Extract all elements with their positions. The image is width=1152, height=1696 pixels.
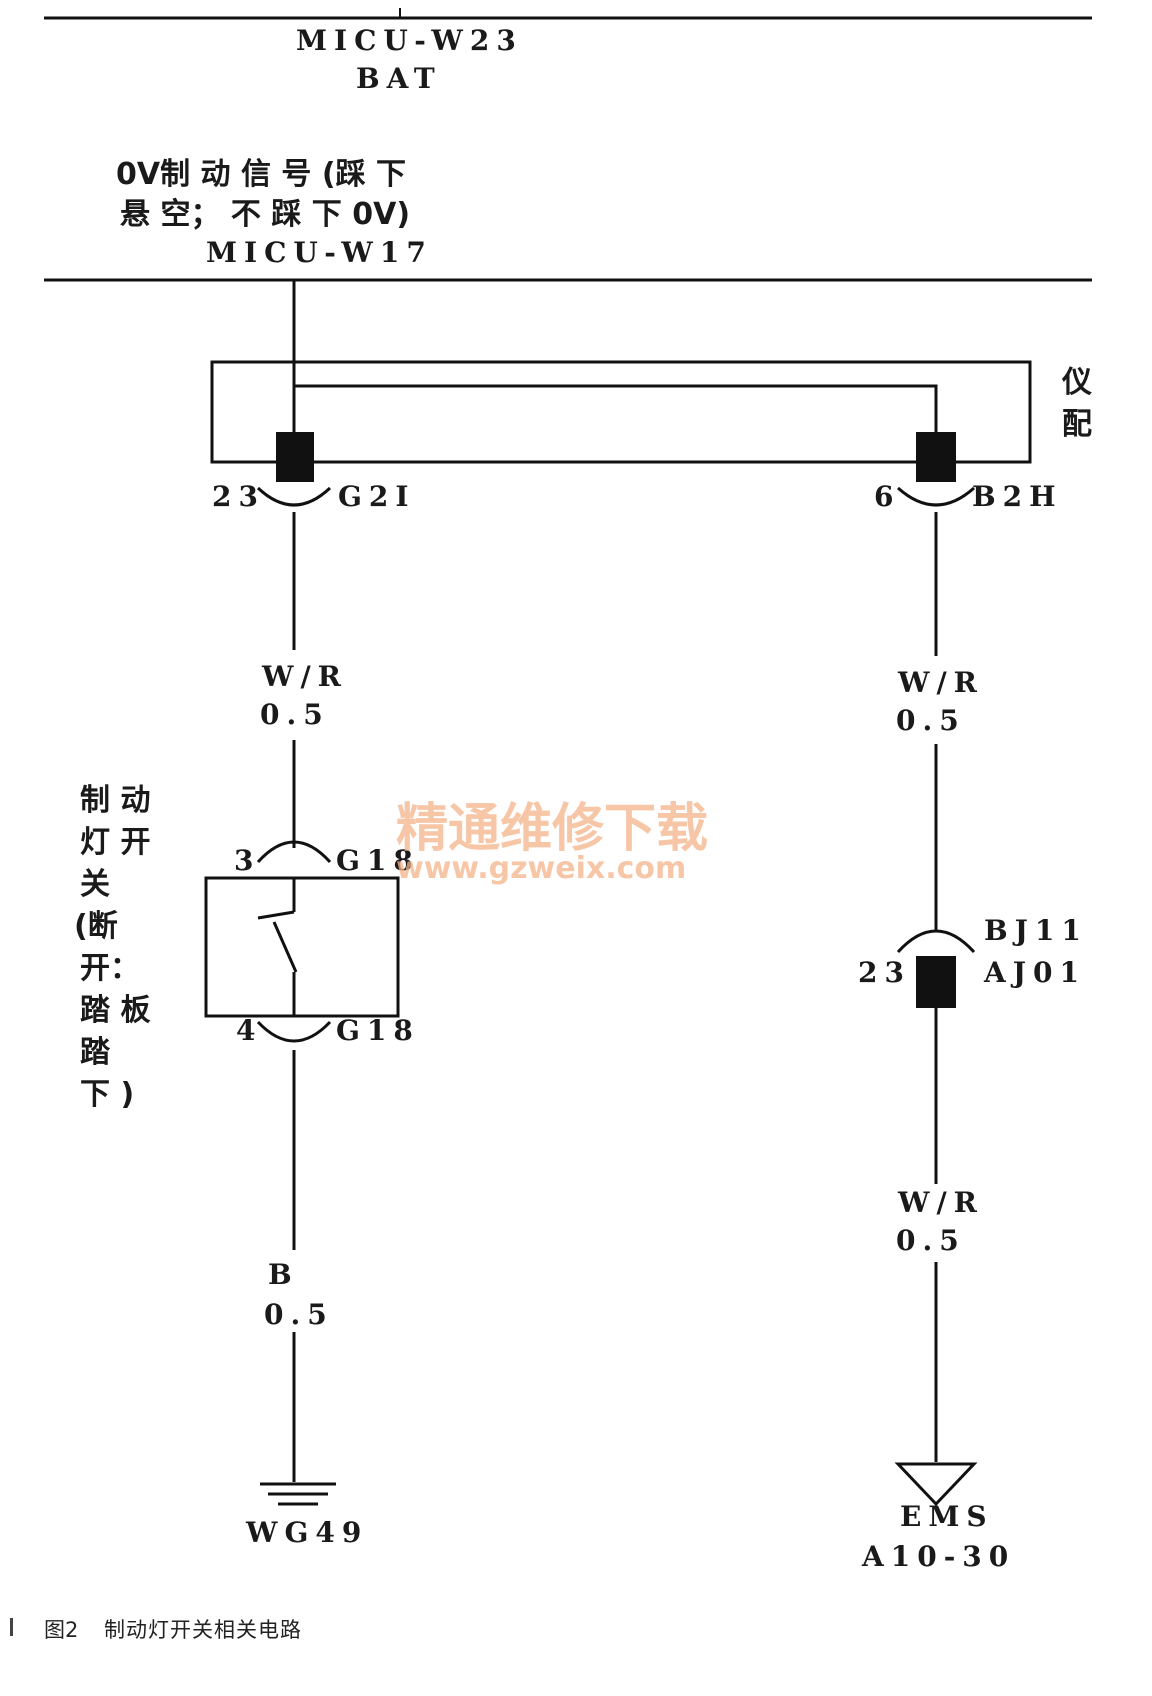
- instrument-label-1: 仪: [1061, 365, 1092, 400]
- caption-text: 制动灯开关相关电路: [104, 1618, 302, 1642]
- left-connector-cup: [256, 486, 332, 507]
- signal-label-1: 0V制 动 信 号 (踩 下: [116, 157, 406, 192]
- ground-wire-color: B: [268, 1258, 299, 1291]
- switch-label-line: 开：: [80, 951, 140, 986]
- left-wire-size: 0.5: [260, 698, 330, 731]
- switch-bottom-cup: [256, 1020, 332, 1043]
- left-connector-pin: 23: [212, 480, 265, 513]
- right-connector-pin: 6: [874, 480, 900, 513]
- switch-label-line: 关: [80, 867, 110, 902]
- signal-label-2: 悬 空； 不 踩 下 0V): [120, 197, 410, 232]
- instrument-internal-wire: [294, 384, 938, 432]
- watermark-url: www.gzweix.com: [396, 851, 686, 886]
- switch-label-line: (断: [74, 909, 118, 944]
- switch-top-conn: G18: [336, 844, 420, 877]
- splice-cup: [896, 929, 976, 954]
- switch-label-line: 制 动: [80, 783, 150, 818]
- ems-terminal-symbol: [894, 1462, 978, 1507]
- switch-label-line: 灯 开: [80, 825, 150, 860]
- watermark-title: 精通维修下载: [396, 799, 708, 859]
- right-wire-upper-size: 0.5: [896, 704, 966, 737]
- right-wire-lower-size: 0.5: [896, 1224, 966, 1257]
- right-wire-upper-color: W/R: [897, 666, 984, 699]
- switch-label-line: 下 ): [80, 1077, 134, 1112]
- switch-bottom-conn: G18: [336, 1014, 420, 1047]
- right-connector-name: B2H: [972, 480, 1063, 513]
- right-wire-lower-color: W/R: [897, 1186, 984, 1219]
- caption-marker: [10, 1618, 13, 1636]
- splice-name-1: BJ11: [984, 914, 1088, 947]
- figure-caption: 图2 制动灯开关相关电路: [0, 1610, 1152, 1650]
- ground-name: WG49: [245, 1516, 368, 1549]
- switch-bottom-pin: 4: [236, 1014, 262, 1047]
- splice-name-2: AJ01: [983, 956, 1086, 989]
- ems-name: EMS: [900, 1500, 994, 1533]
- brake-switch-box: [204, 876, 400, 1018]
- switch-top-cup: [256, 840, 332, 864]
- switch-stub: [257, 910, 295, 920]
- top-bus-label-1: MICU-W23: [296, 24, 523, 57]
- right-connector-block: [916, 432, 956, 482]
- instrument-box: [210, 360, 1032, 464]
- left-wire-color: W/R: [261, 660, 348, 693]
- left-connector-name: G2I: [338, 480, 416, 513]
- caption-figure-number: 图2: [44, 1618, 79, 1642]
- circuit-diagram: MICU-W23 BAT 0V制 动 信 号 (踩 下 悬 空； 不 踩 下 0…: [44, 8, 1092, 1573]
- switch-blade: [272, 921, 298, 973]
- brake-switch-label: 制 动 灯 开 关 (断 开： 踏 板 踏 下 ): [74, 783, 150, 1112]
- ground-wire-size: 0.5: [264, 1298, 334, 1331]
- signal-label-3: MICU-W17: [206, 236, 433, 269]
- instrument-label-2: 配: [1062, 407, 1092, 442]
- switch-label-line: 踏 板: [80, 993, 150, 1028]
- splice-pin: 23: [858, 956, 911, 989]
- switch-label-line: 踏: [80, 1035, 111, 1070]
- ems-pin: A10-30: [861, 1540, 1015, 1573]
- left-connector-block: [276, 432, 314, 482]
- top-bus-label-2: BAT: [356, 62, 442, 95]
- splice-block: [916, 956, 956, 1008]
- switch-top-pin: 3: [234, 844, 260, 877]
- ground-symbol: [260, 1482, 336, 1506]
- right-connector-cup: [897, 486, 975, 507]
